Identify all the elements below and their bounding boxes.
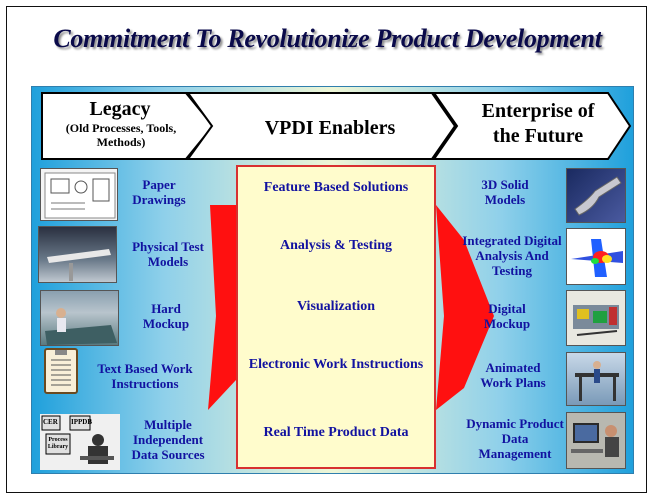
hard-mockup-image [40,290,119,346]
slide-title: Commitment To Revolutionize Product Deve… [53,24,602,53]
digital-mockup-image [566,290,626,346]
paper-drawings-image [40,168,118,221]
enabler-item: Visualization [296,299,376,314]
future-item-label: Animated Work Plans [480,360,546,390]
legacy-subtitle: (Old Processes, Tools, Methods) [65,121,177,149]
future-chevron [432,92,632,160]
legacy-item-label: Hard Mockup [142,301,190,331]
pdm-workstation-image [566,412,626,469]
enablers-box [236,165,436,469]
enabler-item: Feature Based Solutions [263,180,409,195]
future-title: Enterprise of the Future [481,100,595,147]
process-library-label: Process Library [47,437,69,450]
cer-label: CER [43,418,58,426]
right-red-arrow [436,205,494,410]
3d-solid-models-image [566,168,626,223]
enabler-item: Analysis & Testing [279,238,393,253]
legacy-title: Legacy [89,98,151,120]
digital-analysis-image [566,228,626,285]
physical-test-models-image [38,226,117,283]
enablers-title: VPDI Enablers [264,117,396,139]
work-instructions-clipboard-icon [44,348,78,394]
legacy-item-label: Paper Drawings [132,177,186,207]
animated-work-plans-image [566,352,626,406]
ippdb-label: IPPDB [71,418,92,426]
future-item-label: Digital Mockup [483,301,531,331]
future-item-label: Integrated Digital Analysis And Testing [462,233,562,278]
legacy-item-label: Text Based Work Instructions [97,361,193,391]
data-sources-image: CER IPPDB Process Library [40,414,120,470]
enabler-item: Real Time Product Data [263,425,409,440]
legacy-item-label: Physical Test Models [132,239,204,269]
enablers-chevron [186,92,457,160]
future-item-label: Dynamic Product Data Management [466,416,564,461]
legacy-item-label: Multiple Independent Data Sources [131,417,205,462]
future-item-label: 3D Solid Models [481,177,529,207]
enabler-item: Electronic Work Instructions [248,357,424,372]
